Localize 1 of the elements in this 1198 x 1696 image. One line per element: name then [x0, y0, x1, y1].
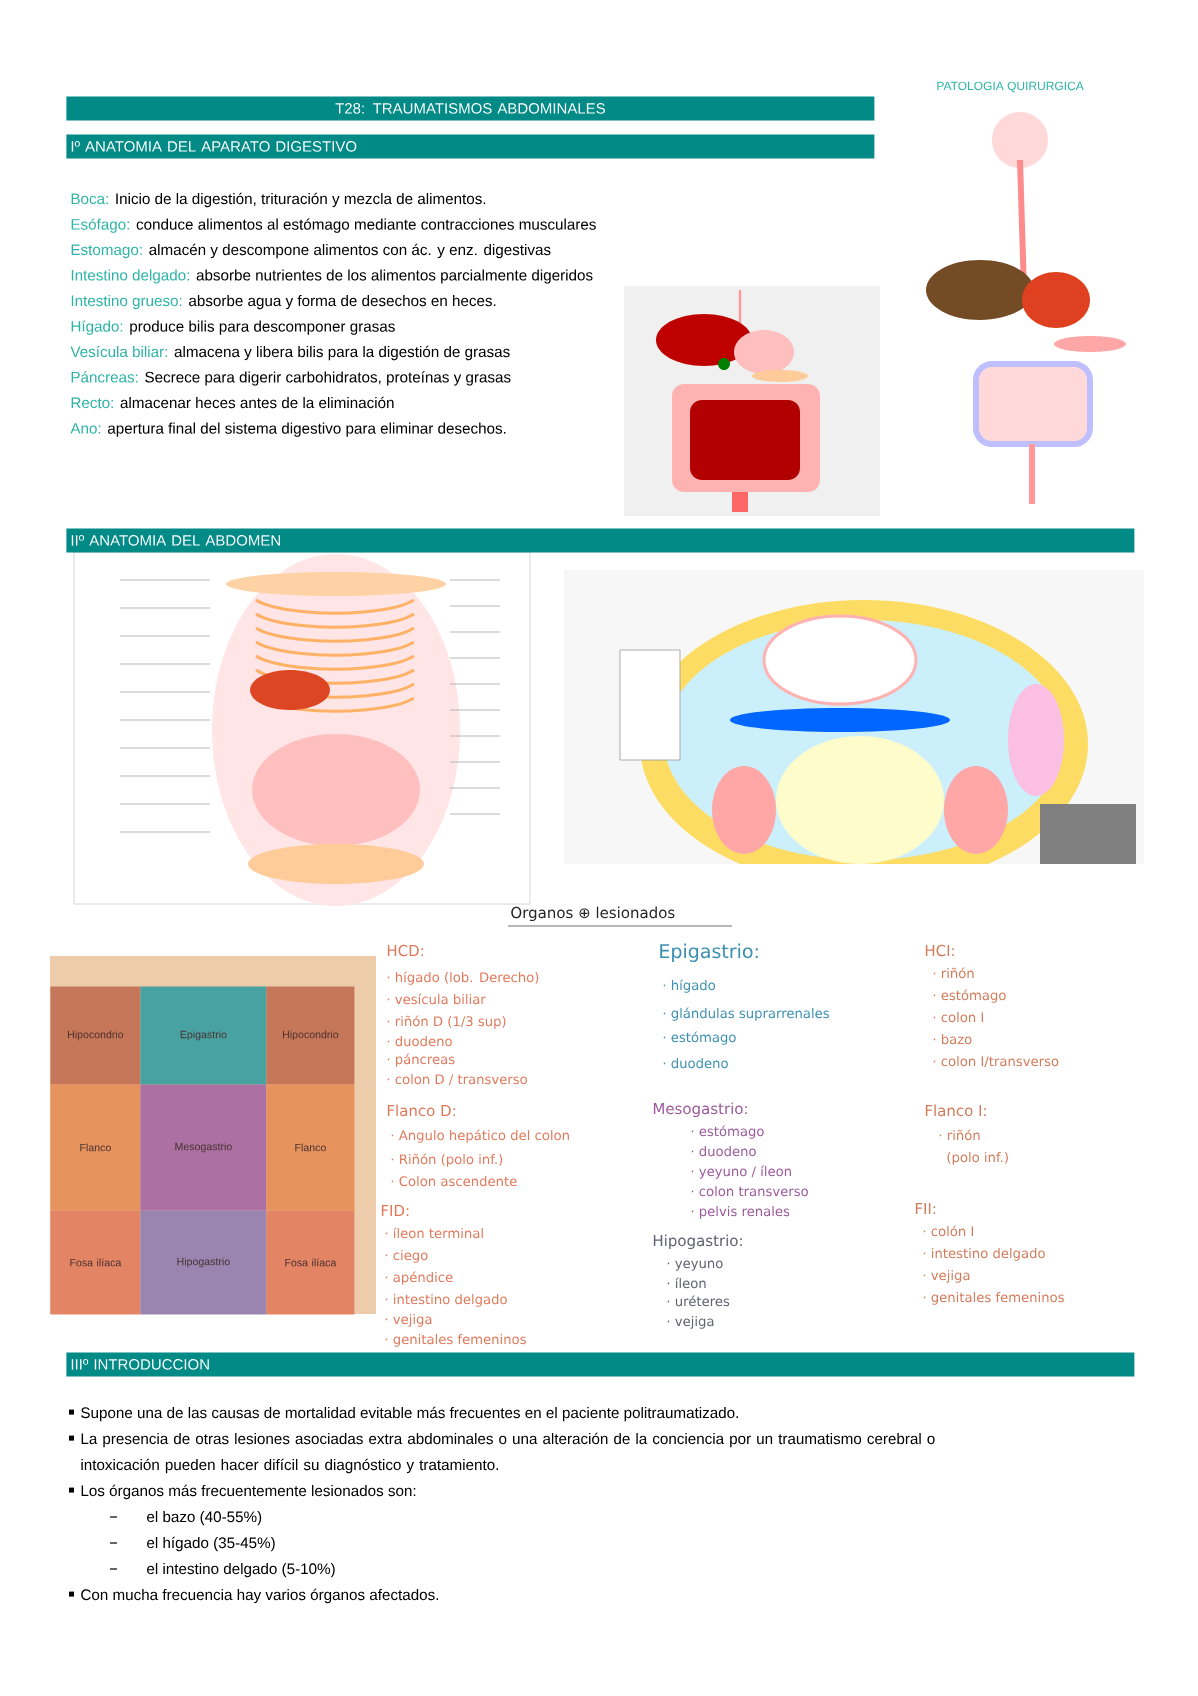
handwritten-heading: Epigastrio:: [660, 943, 758, 962]
